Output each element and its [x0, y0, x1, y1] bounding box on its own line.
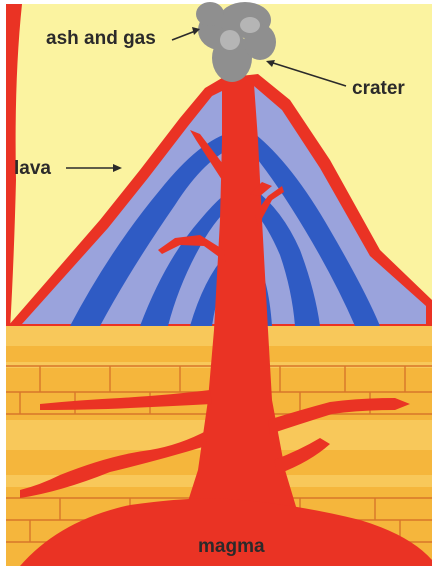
- label-magma: magma: [198, 536, 265, 557]
- label-ash-and-gas: ash and gas: [46, 28, 156, 49]
- label-crater: crater: [352, 78, 405, 99]
- label-lava: lava: [14, 158, 51, 179]
